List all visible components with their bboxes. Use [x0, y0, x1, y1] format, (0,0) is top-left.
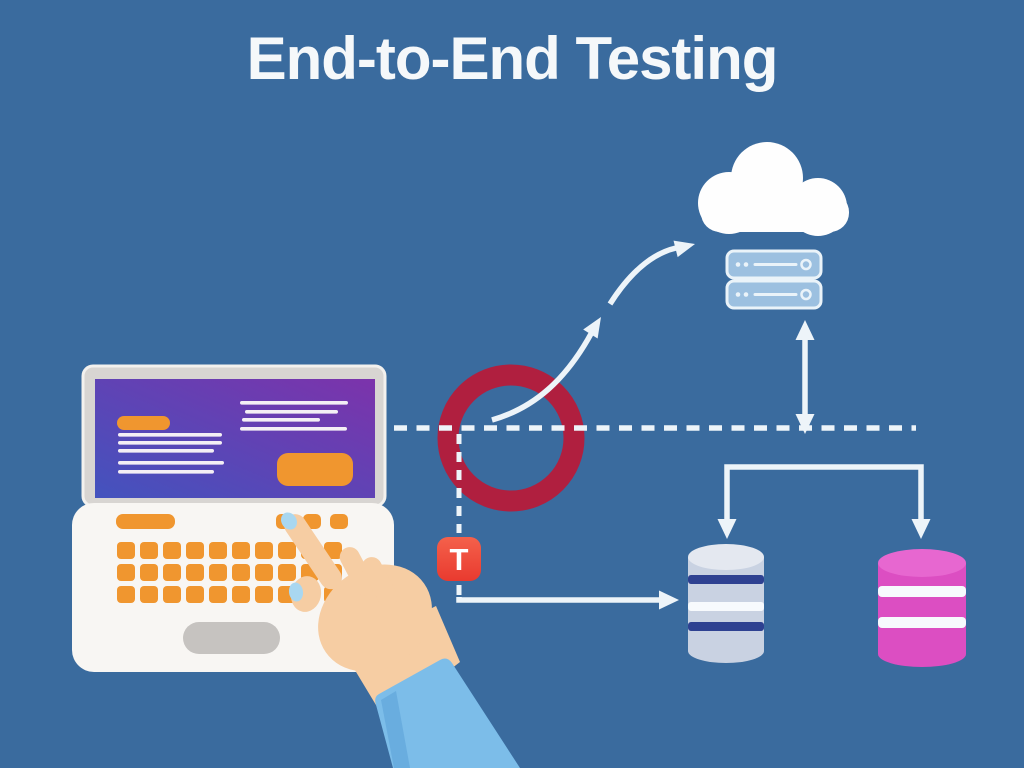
- touchpad: [183, 622, 280, 654]
- sleeve: [375, 658, 520, 768]
- index-finger: [284, 514, 342, 590]
- database-secondary-icon: [878, 549, 966, 667]
- middle-finger: [339, 547, 375, 596]
- webpage-mock: [117, 401, 353, 486]
- curved-arrow-to-cloud: [491, 240, 695, 423]
- red-highlight-ring: [437, 364, 585, 512]
- laptop-icon: [72, 364, 394, 672]
- ui-tag-pill: [117, 416, 170, 430]
- page-title: End-to-End Testing: [246, 25, 779, 92]
- thumbnail: [288, 582, 304, 602]
- test-badge: T: [437, 537, 481, 581]
- pointing-hand-icon: [281, 512, 520, 768]
- double-headed-arrow-server-flow: [795, 320, 815, 434]
- ring-finger: [361, 557, 398, 608]
- arrow-test-badge-to-database: [456, 590, 679, 610]
- palm: [318, 564, 432, 672]
- fingernail: [281, 512, 297, 530]
- database-primary-icon: [688, 544, 764, 663]
- ui-cta-button: [277, 453, 353, 486]
- wrist: [344, 606, 460, 720]
- branch-arrows-to-databases: [717, 464, 931, 539]
- test-badge-label: T: [450, 542, 469, 577]
- server-rack-icon: [725, 249, 823, 310]
- cloud-icon: [698, 142, 849, 236]
- sleeve-fold: [381, 691, 410, 768]
